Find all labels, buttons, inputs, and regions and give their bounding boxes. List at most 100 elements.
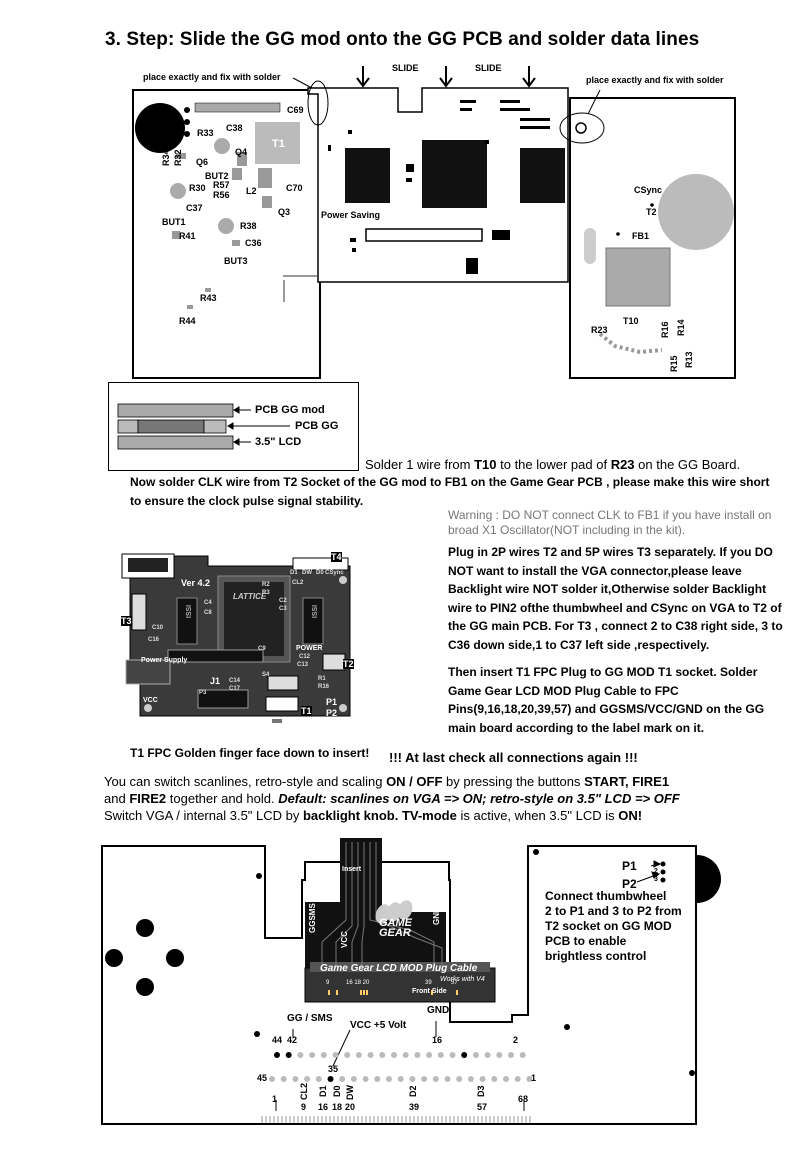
connector-pad — [519, 1052, 526, 1058]
comp-label: C70 — [286, 183, 303, 193]
connector-pad — [472, 1052, 479, 1058]
p1-label: P1 — [622, 859, 637, 873]
ruler-num: 57 — [477, 1102, 488, 1112]
connector-pad — [514, 1076, 521, 1082]
p2-label: P2 — [326, 708, 338, 718]
pin-label: R2 — [262, 582, 270, 588]
connector-pad — [421, 1076, 428, 1082]
pin-label: R3 — [262, 590, 270, 596]
scanline-line-3: Switch VGA / internal 3.5" LCD by backli… — [104, 808, 643, 823]
comp-label: T2 — [646, 207, 657, 217]
connector-pad — [432, 1076, 439, 1082]
sram-chip-right — [520, 148, 565, 203]
stack-label-mod: PCB GG mod — [255, 404, 325, 416]
comp-label: CSync — [634, 185, 663, 195]
works-with-label: Works with V4 — [440, 976, 485, 983]
speaker-icon — [135, 103, 185, 153]
fb1-chip — [605, 247, 671, 307]
connector-pad — [297, 1052, 304, 1058]
connector-pad — [456, 1076, 463, 1082]
comp-label: Q4 — [235, 147, 248, 157]
pin-label: C2 — [279, 598, 287, 604]
pin-label: R16 — [318, 684, 330, 690]
top-pcb-diagram — [132, 66, 736, 379]
pin-label: CL2 — [292, 580, 304, 586]
comp-label: Q6 — [196, 157, 209, 167]
connector-pad — [449, 1052, 456, 1058]
connector-pad — [374, 1076, 381, 1082]
ruler-num: 16 — [318, 1102, 329, 1112]
connector-pad — [309, 1052, 316, 1058]
comp-label: R13 — [684, 351, 694, 368]
vcc-cable-label: VCC — [340, 931, 349, 948]
pin-label: C8 — [204, 610, 212, 616]
cable-pad-num: 57 — [451, 980, 458, 986]
ver-label: Ver 4.2 — [181, 578, 211, 588]
connector-pad — [315, 1076, 322, 1082]
front-side-label: Front Side — [412, 988, 447, 995]
connector-pad — [339, 1076, 346, 1082]
comp-label: BUT3 — [224, 256, 248, 266]
p1-label: P1 — [326, 697, 338, 707]
t1-component — [255, 122, 300, 164]
comp-label: R57 — [213, 180, 230, 190]
comp-label: BUT2 — [205, 171, 229, 181]
vcc-label: VCC +5 Volt — [350, 1020, 407, 1031]
comp-label: R43 — [200, 293, 217, 303]
scanline-line-2: and FIRE2 together and hold. Default: sc… — [104, 791, 680, 806]
warning-text: Warning : DO NOT connect CLK to FB1 if y… — [448, 508, 772, 537]
comp-label: R33 — [197, 128, 214, 138]
row1-num-16: 16 — [432, 1035, 443, 1045]
connector-pad — [484, 1052, 491, 1058]
connector-pad — [292, 1076, 299, 1082]
connector-pad — [496, 1052, 503, 1058]
row2-num-1: 1 — [531, 1073, 537, 1083]
signal-label: D1 — [318, 1085, 328, 1097]
stack-label-gg: PCB GG — [295, 420, 339, 432]
ruler-num: 39 — [409, 1102, 420, 1112]
connector-pad — [332, 1052, 339, 1058]
pin-label: C14 — [229, 678, 241, 684]
fpc-caption: T1 FPC Golden finger face down to insert… — [130, 746, 370, 760]
place-left-label: place exactly and fix with solder — [143, 72, 281, 82]
pin-label: C13 — [297, 662, 309, 668]
ggsms-cable-label: GGSMS — [308, 903, 317, 933]
connector-pad — [379, 1052, 386, 1058]
pin-label: C17 — [229, 686, 241, 692]
connector-pad — [304, 1076, 311, 1082]
connector-pad — [362, 1076, 369, 1082]
power-saving-label: Power Saving — [321, 210, 381, 220]
comp-label: BUT1 — [162, 217, 186, 227]
connector-pad — [426, 1052, 433, 1058]
ruler-num: 20 — [345, 1102, 356, 1112]
comp-label: C37 — [186, 203, 203, 213]
connector-pad — [508, 1052, 514, 1058]
comp-label: L2 — [246, 186, 257, 196]
comp-label: FB1 — [632, 231, 650, 241]
comp-label: C38 — [226, 123, 243, 133]
pin-label: CSync — [325, 570, 344, 576]
slide-label-1: SLIDE — [392, 63, 419, 73]
comp-label: R56 — [213, 190, 230, 200]
connector-pad — [409, 1076, 416, 1082]
vcc-label: VCC — [143, 697, 158, 704]
layer-stack-diagram — [108, 382, 359, 471]
comp-label: T10 — [623, 316, 639, 326]
j1-label: J1 — [210, 676, 221, 686]
gnd-cable-label: GND — [432, 907, 441, 925]
connector-pad — [397, 1076, 404, 1082]
signal-label: CL2 — [299, 1082, 309, 1100]
connector-pad — [327, 1076, 334, 1082]
right-pcb-outline — [569, 97, 736, 379]
p2-label: P2 — [622, 877, 637, 891]
pin-label: S4 — [262, 672, 270, 678]
connector-pad — [491, 1076, 498, 1082]
comp-label: R44 — [179, 316, 196, 326]
clk-instruction: Now solder CLK wire from T2 Socket of th… — [130, 475, 770, 508]
t4-label: T4 — [331, 552, 342, 562]
signal-label: D0 — [332, 1085, 342, 1097]
comp-label: R41 — [179, 231, 196, 241]
comp-label: R14 — [676, 319, 686, 336]
connector-pad — [503, 1076, 509, 1082]
